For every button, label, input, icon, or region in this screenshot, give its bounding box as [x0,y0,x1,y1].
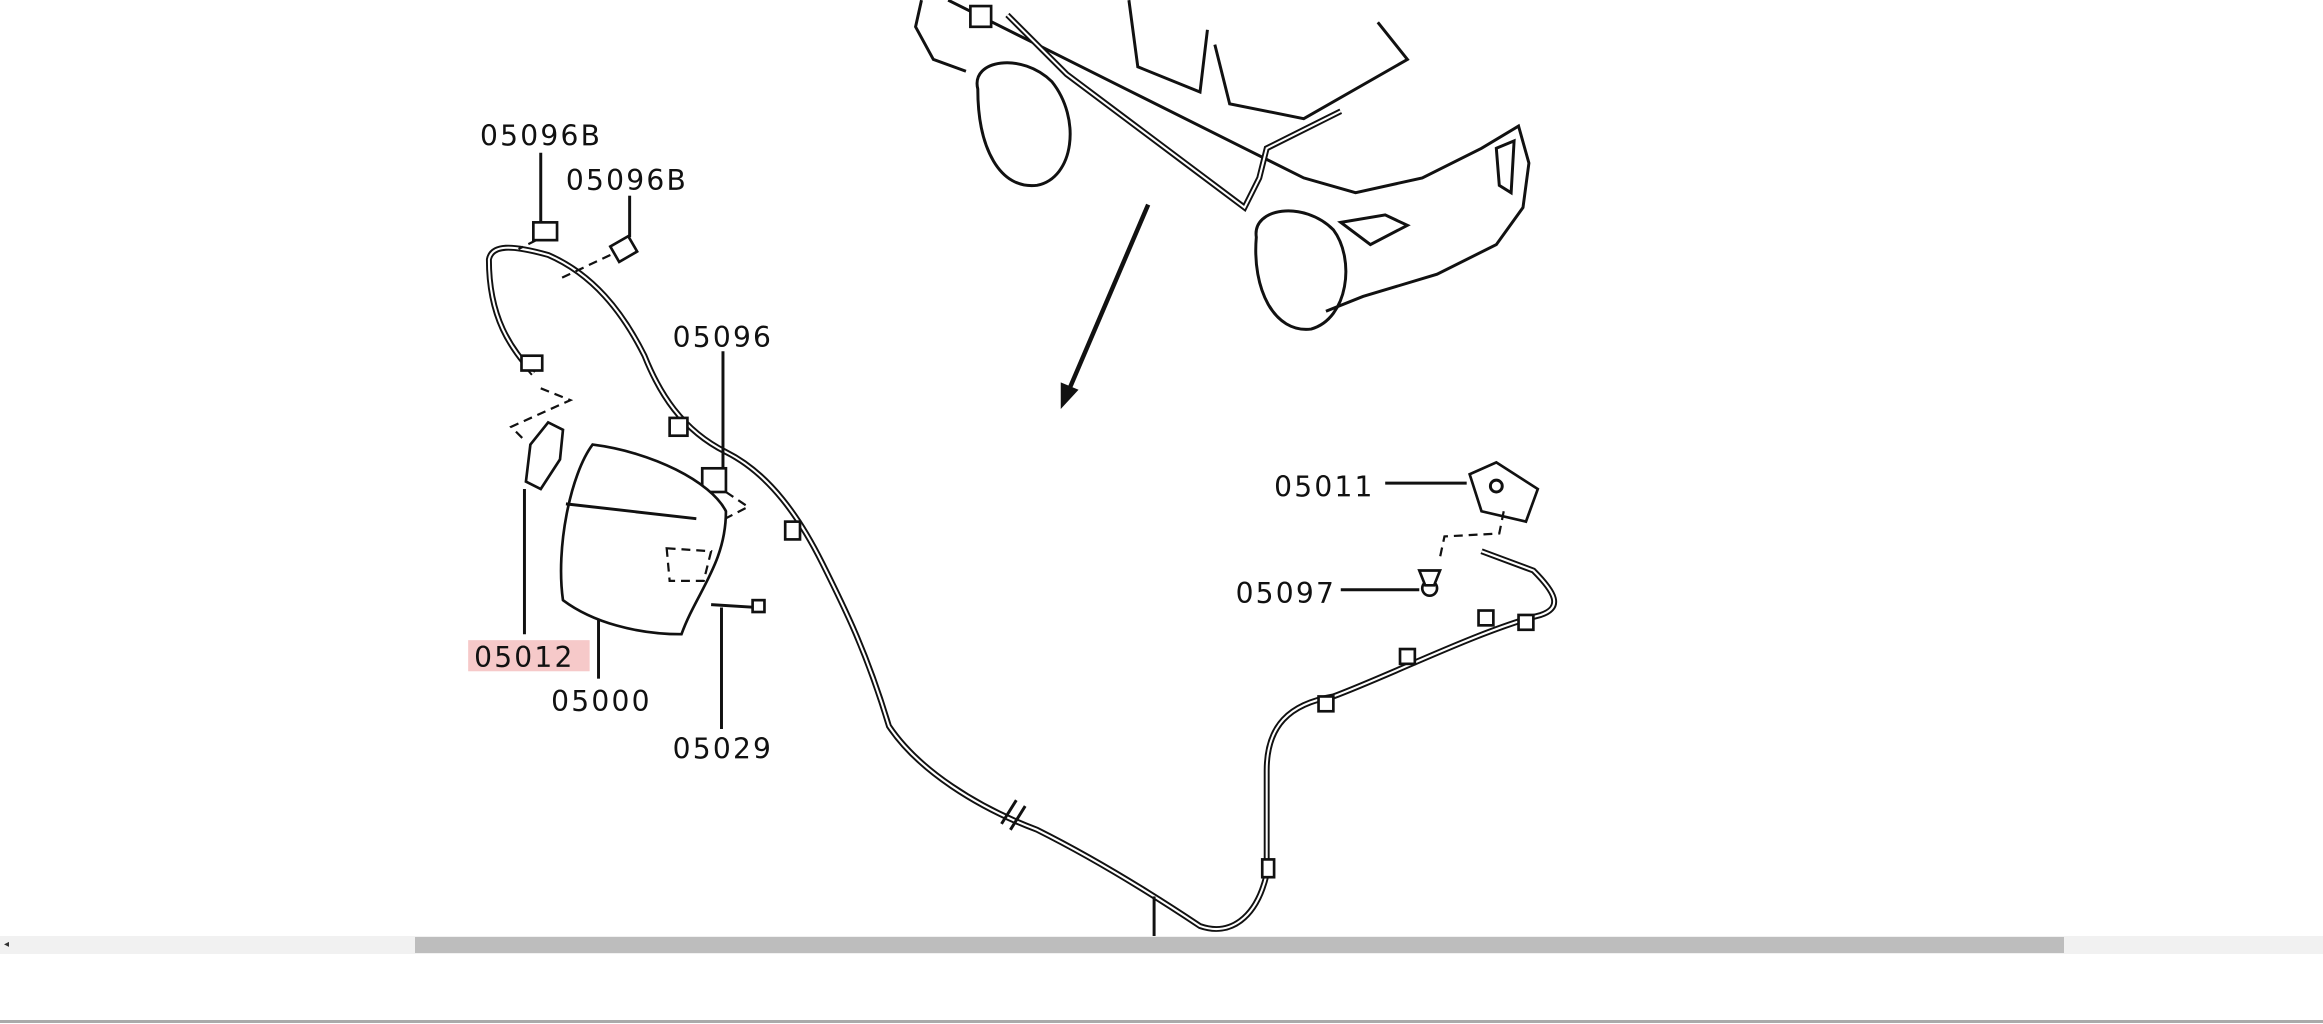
vehicle-illustration [914,0,1531,331]
scrollbar-thumb[interactable] [415,937,2064,953]
scroll-left-arrow-icon[interactable]: ◂ [4,939,10,950]
horizontal-scrollbar[interactable]: ◂ [0,936,2323,954]
screw-part [711,598,766,730]
label-05029[interactable]: 05029 [673,733,774,766]
label-05096B-lower[interactable]: 05096B [566,164,688,197]
highlight-05012 [468,640,590,672]
fuel-lid-cable [485,244,1558,937]
divider [0,1020,2323,1023]
fuel-lid [559,443,728,679]
label-05000[interactable]: 05000 [551,685,652,718]
label-05011[interactable]: 05011 [1274,470,1375,503]
label-05097[interactable]: 05097 [1236,577,1337,610]
label-05096[interactable]: 05096 [673,321,774,354]
lid-opener-actuator [1340,460,1540,598]
label-05012[interactable]: 05012 [474,641,575,674]
label-05096B-upper[interactable]: 05096B [480,119,602,152]
direction-arrow [1060,203,1151,410]
fuel-lid-hinge [509,387,574,635]
